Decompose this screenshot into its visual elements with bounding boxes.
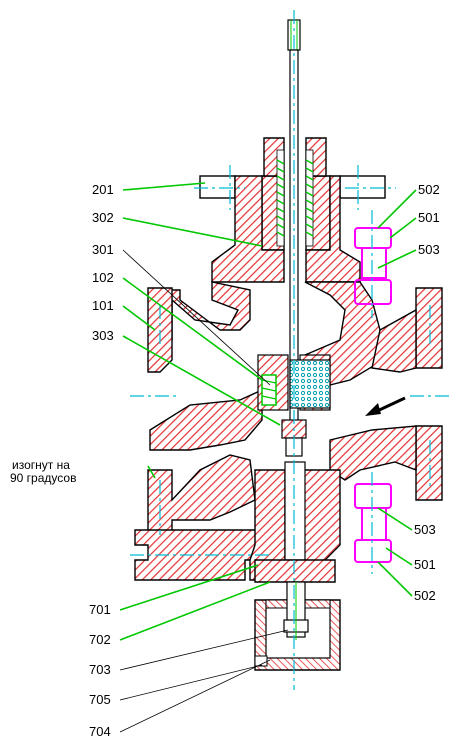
label-705: 705 [89,692,111,707]
valve-body [134,281,443,671]
label-702: 702 [89,632,111,647]
bent-90-degrees-note-line1: изогнут на [12,458,70,472]
plug-and-cage [257,354,331,457]
center-lines [130,10,450,690]
leader-lines [119,182,417,733]
bonnet-body [199,137,386,283]
label-701: 701 [89,602,111,617]
label-703: 703 [89,662,111,677]
flow-arrow-icon [365,396,406,416]
label-201: 201 [92,182,114,197]
label-503-bottom: 503 [414,522,436,537]
label-501-top: 501 [418,210,440,225]
label-503-top: 503 [418,242,440,257]
label-704: 704 [89,724,111,739]
label-302: 302 [92,210,114,225]
label-101: 101 [92,298,114,313]
label-501-bottom: 501 [414,557,436,572]
label-301: 301 [92,242,114,257]
label-502-top: 502 [418,182,440,197]
label-102: 102 [92,270,114,285]
bent-90-degrees-note-line2: 90 градусов [10,471,77,485]
label-502-bottom: 502 [414,588,436,603]
label-303: 303 [92,328,114,343]
